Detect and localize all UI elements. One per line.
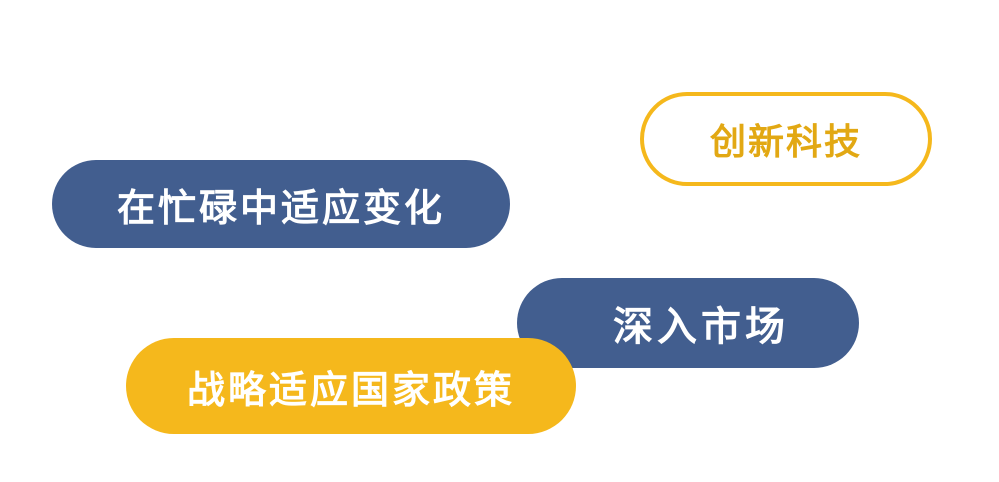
tag-strategy-pill: 战略适应国家政策 xyxy=(126,338,576,434)
tag-innovation-label: 创新科技 xyxy=(709,122,862,163)
tag-adapt-pill: 在忙碌中适应变化 xyxy=(52,160,510,248)
tag-innovation-pill: 创新科技 xyxy=(640,92,932,186)
tag-market-label: 深入市场 xyxy=(613,304,789,350)
tag-market-pill: 深入市场 xyxy=(517,278,859,368)
tag-strategy-label: 战略适应国家政策 xyxy=(186,367,515,412)
tag-adapt-label: 在忙碌中适应变化 xyxy=(116,185,445,230)
